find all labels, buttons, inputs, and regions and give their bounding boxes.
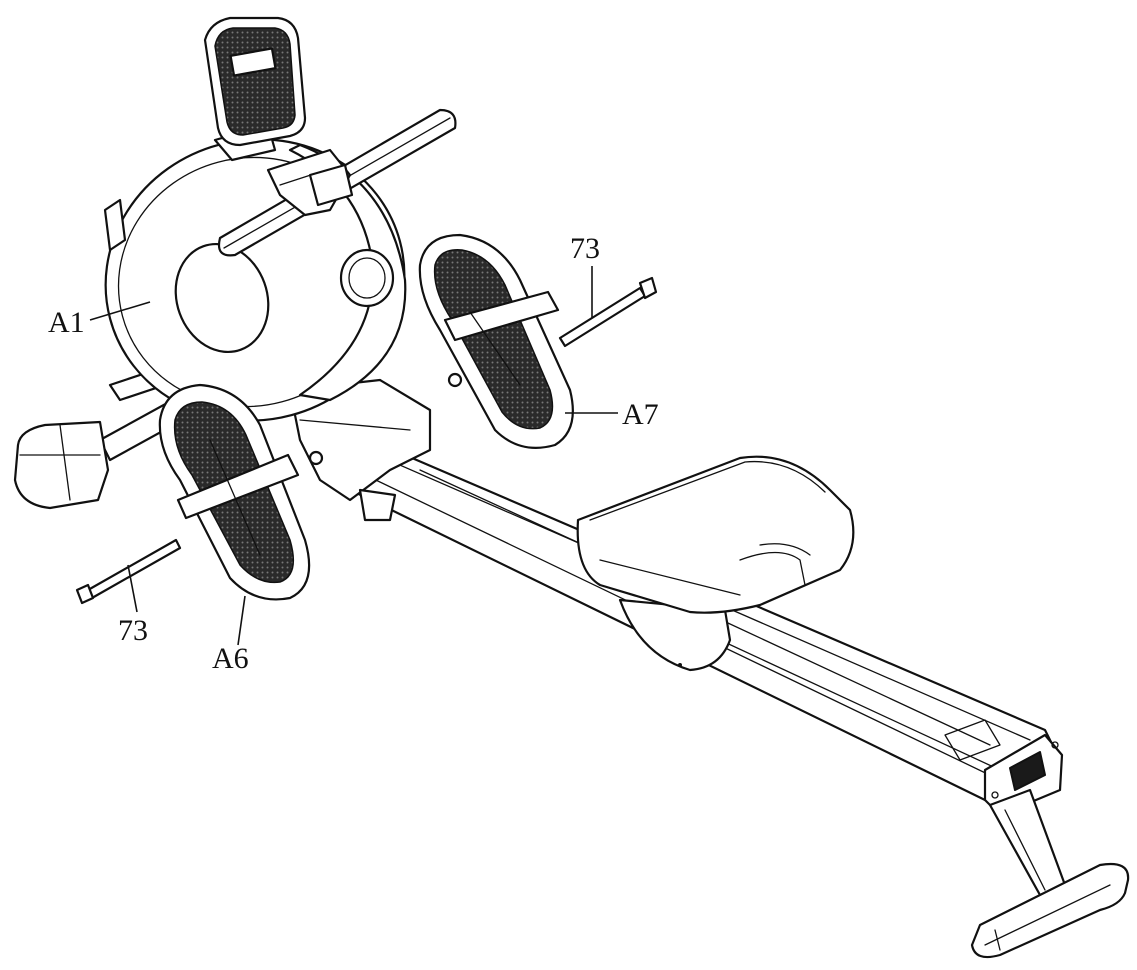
right-axle-bolt xyxy=(558,276,658,348)
leader-a6 xyxy=(237,595,246,646)
left-pedal xyxy=(158,383,311,601)
left-axle-bolt xyxy=(75,538,182,605)
rear-end-cap xyxy=(983,733,1064,817)
rear-stabilizer xyxy=(970,788,1130,959)
label-73-left: 73 xyxy=(118,614,148,647)
label-a1: A1 xyxy=(48,306,85,339)
flywheel-housing xyxy=(103,138,407,422)
right-pedal xyxy=(418,233,574,449)
console-monitor xyxy=(203,16,307,162)
leader-73-left xyxy=(127,564,138,613)
leader-lines xyxy=(89,266,618,646)
leader-a1 xyxy=(89,301,151,321)
label-a7: A7 xyxy=(622,398,659,431)
seat xyxy=(576,455,855,672)
label-73-right: 73 xyxy=(570,232,600,265)
front-frame xyxy=(288,378,432,522)
handle-bar xyxy=(217,108,457,257)
label-a6: A6 xyxy=(212,642,249,675)
